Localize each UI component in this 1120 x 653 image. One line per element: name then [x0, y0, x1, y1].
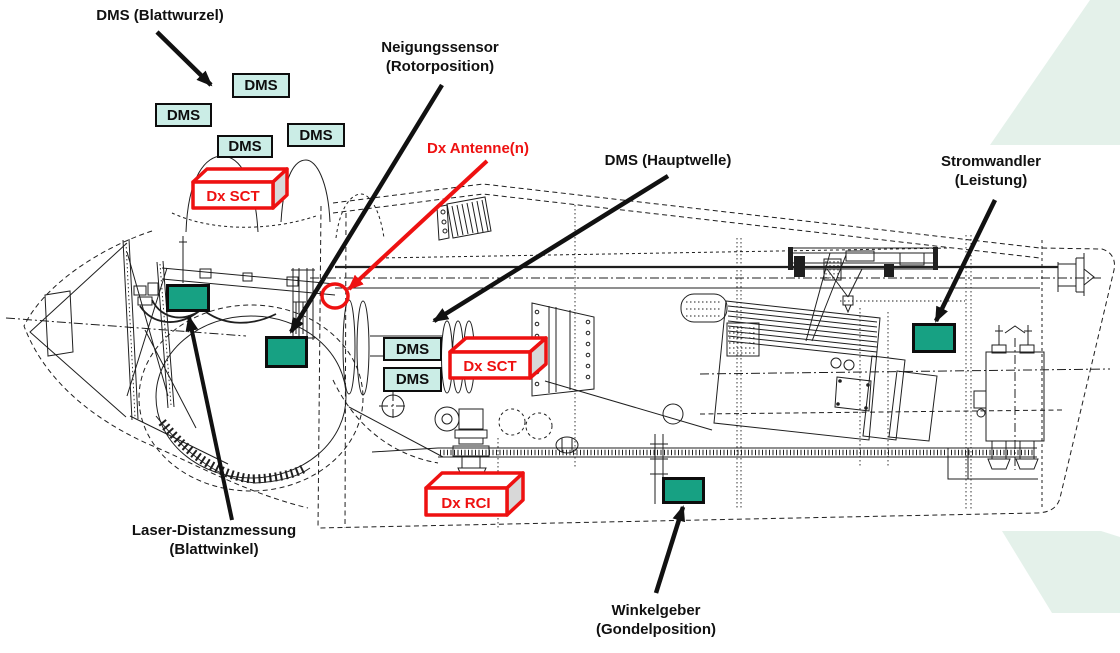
- main-shaft-drawing: [310, 253, 1104, 296]
- marker-laser-distanzmessung: [166, 284, 210, 312]
- dms-box-blattwurzel-4: DMS: [287, 123, 345, 147]
- label-line: (Gondelposition): [596, 621, 716, 638]
- label-line: Neigungssensor: [381, 39, 499, 56]
- nose-cone-drawing: [5, 230, 309, 509]
- label-line: Dx Antenne(n): [427, 140, 529, 157]
- marker-stromwandler: [912, 323, 956, 353]
- label-laser-distanzmessung: Laser-Distanzmessung (Blattwinkel): [124, 521, 304, 559]
- label-line: (Leistung): [954, 172, 1028, 189]
- dms-box-blattwurzel-1: DMS: [232, 73, 290, 98]
- label-line: DMS (Blattwurzel): [96, 7, 224, 24]
- label-line: Stromwandler: [940, 153, 1042, 170]
- label-line: (Blattwinkel): [169, 541, 259, 558]
- background-accent-bottom-right: [1002, 531, 1120, 613]
- base-frame-drawing: [348, 205, 1111, 528]
- blade-root-drawing: [171, 155, 385, 239]
- marker-winkelgeber: [662, 477, 705, 504]
- label-line: DMS (Hauptwelle): [604, 152, 732, 169]
- label-dms-hauptwelle: DMS (Hauptwelle): [588, 151, 748, 170]
- dms-box-blattwurzel-2: DMS: [155, 103, 212, 127]
- label-dx-antenne: Dx Antenne(n): [418, 139, 538, 158]
- label-stromwandler: Stromwandler (Leistung): [921, 152, 1061, 190]
- generator-drawing: [713, 300, 965, 442]
- dms-box-blattwurzel-3: DMS: [217, 135, 273, 158]
- label-line: (Rotorposition): [385, 58, 495, 75]
- label-line: Laser-Distanzmessung: [131, 522, 297, 539]
- marker-neigungssensor: [265, 336, 308, 368]
- dms-box-hauptwelle-2: DMS: [383, 367, 442, 392]
- label-winkelgeber: Winkelgeber (Gondelposition): [576, 601, 736, 639]
- label-line: Winkelgeber: [611, 602, 701, 619]
- dms-box-hauptwelle-1: DMS: [383, 337, 442, 361]
- label-dms-blattwurzel: DMS (Blattwurzel): [70, 6, 250, 25]
- label-neigungssensor: Neigungssensor (Rotorposition): [370, 38, 510, 76]
- background-accent-top-right: [990, 0, 1120, 145]
